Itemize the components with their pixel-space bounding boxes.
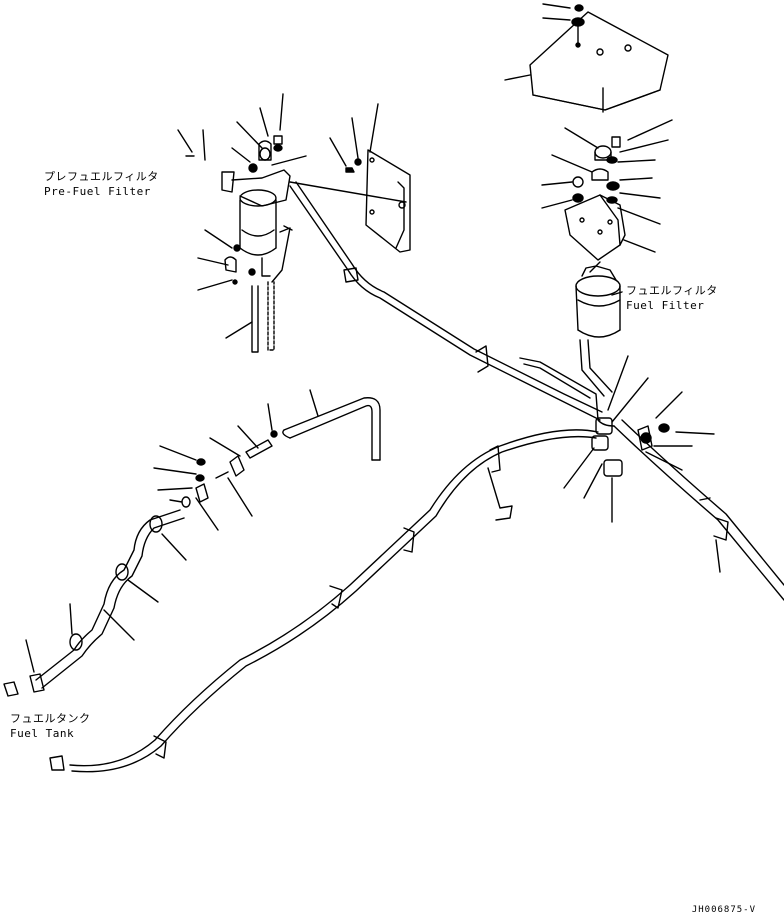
- pre-fuel-filter: [177, 93, 307, 353]
- fuel-hose-upper: [289, 181, 615, 427]
- fuel-return-hose: [49, 429, 599, 773]
- fuel-tank-label-en: Fuel Tank: [10, 727, 75, 740]
- bent-pipe: [282, 389, 381, 461]
- fuel-filter: [575, 265, 623, 338]
- pre-fuel-filter-label-jp: プレフュエルフィルタ: [44, 170, 159, 183]
- pre-fuel-filter-label-en: Pre-Fuel Filter: [44, 185, 151, 198]
- fuel-filter-bracket: [564, 194, 626, 273]
- fuel-filter-bracket-bolts: [541, 119, 673, 253]
- cover-bolts: [542, 3, 585, 48]
- pre-filter-mounting-plate: [289, 103, 411, 253]
- fuel-filter-label-jp: フュエルフィルタ: [626, 284, 718, 297]
- fuel-tank-label-jp: フュエルタンク: [10, 712, 91, 725]
- fuel-filter-label-en: Fuel Filter: [626, 299, 705, 312]
- cover-plate: [504, 11, 669, 113]
- fuel-hose-right: [613, 419, 784, 601]
- clamps: [563, 355, 715, 523]
- fuel-tank-pipe: [3, 509, 187, 697]
- drawing-id: JH006875-V: [691, 905, 756, 915]
- fuel-tank-fittings: [153, 403, 278, 531]
